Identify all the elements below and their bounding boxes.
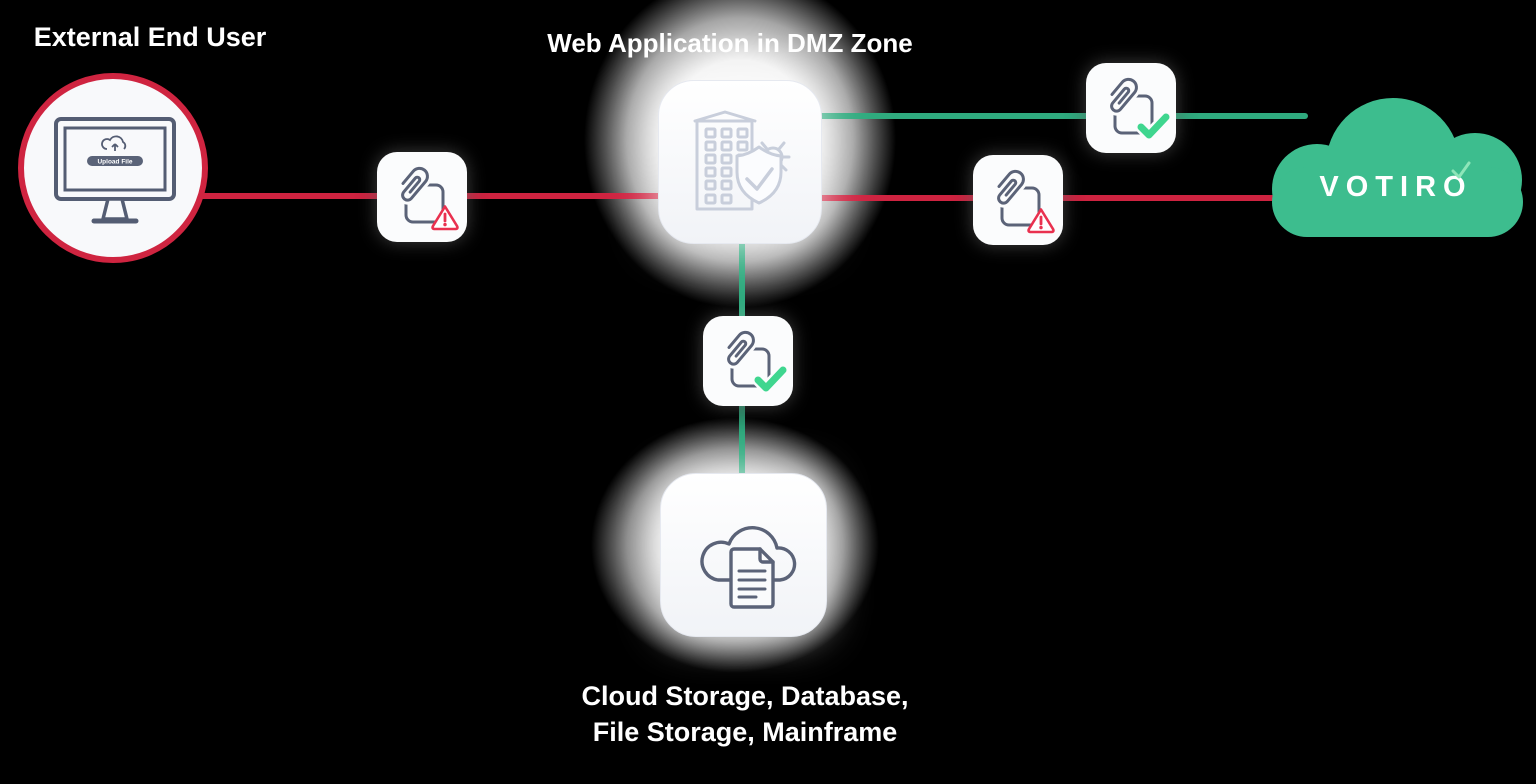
votiro-cloud-node: VOTIRO — [1265, 87, 1525, 237]
file-attachment-icon — [1107, 75, 1154, 135]
file-badge-votiro-to-dmz — [1086, 63, 1176, 153]
votiro-logo-check-icon — [1451, 161, 1471, 179]
file-badge-dmz-to-votiro — [973, 155, 1063, 245]
building-shield-check-bug-icon — [693, 110, 791, 211]
file-badge-dmz-to-storage — [703, 316, 793, 406]
upload-file-button-label: Upload File — [97, 159, 132, 166]
file-attachment-icon — [994, 167, 1041, 227]
file-attachment-icon — [398, 164, 445, 224]
file-badge-user-to-dmz — [377, 152, 467, 242]
dmz-web-application-node — [658, 80, 822, 244]
external-end-user-node: Upload File — [18, 73, 208, 263]
external-end-user-label: External End User — [33, 22, 267, 52]
check-mark-icon — [1137, 113, 1171, 141]
dmz-zone-label: Web Application in DMZ Zone — [547, 28, 913, 58]
warning-triangle-icon — [431, 205, 459, 231]
warning-triangle-icon — [1027, 208, 1055, 234]
votiro-wordmark: VOTIRO — [1319, 171, 1473, 203]
storage-label: Cloud Storage, Database, File Storage, M… — [545, 678, 945, 750]
storage-label-line2: File Storage, Mainframe — [592, 717, 898, 747]
votiro-cloud-logo — [1272, 98, 1523, 237]
cloud-document-icon — [700, 526, 797, 609]
edge-votiro-to-dmz-green — [818, 113, 1308, 119]
check-mark-icon — [754, 366, 788, 394]
storage-node — [660, 473, 827, 637]
storage-label-line1: Cloud Storage, Database, — [581, 681, 909, 711]
